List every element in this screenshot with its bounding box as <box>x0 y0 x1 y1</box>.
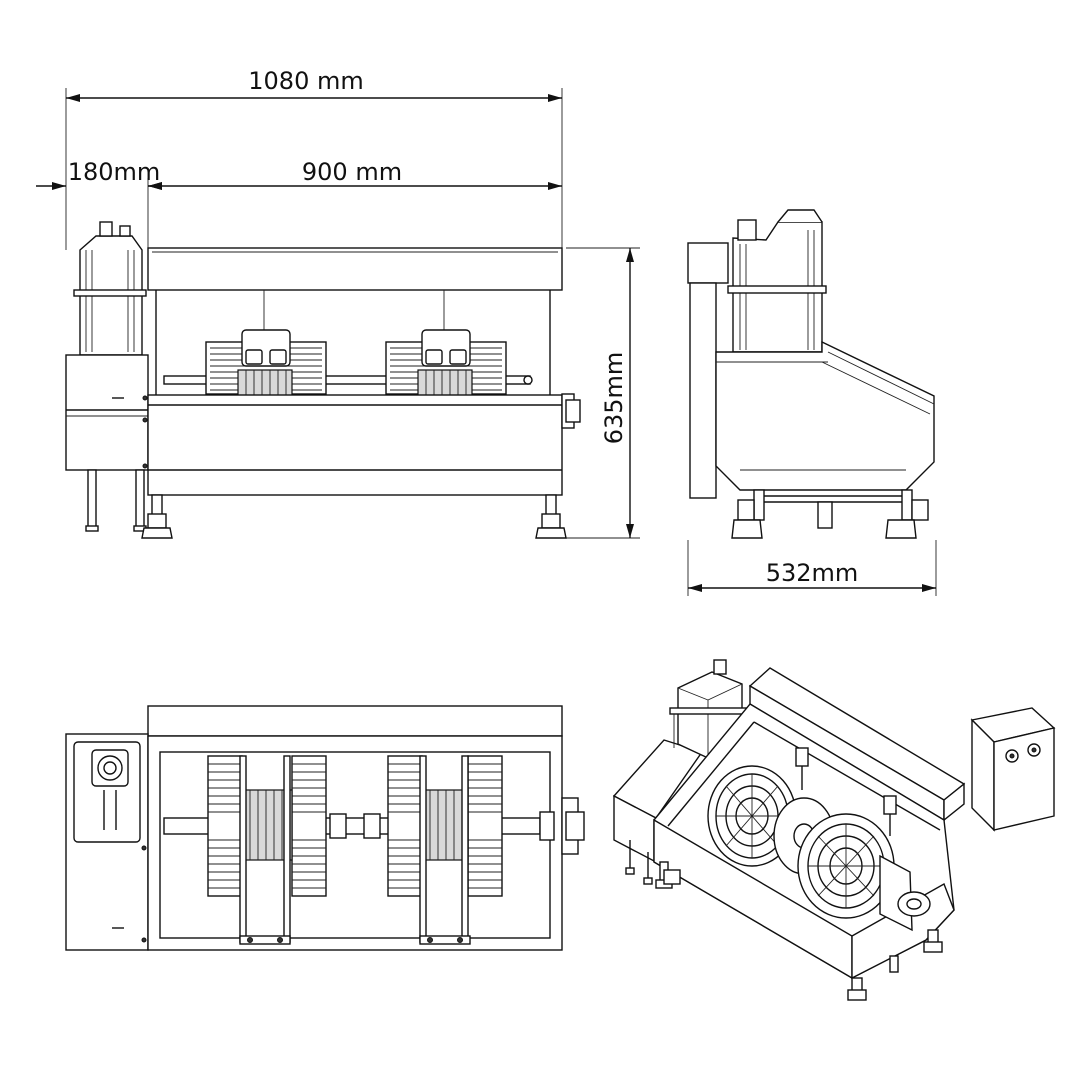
hood <box>147 247 563 291</box>
front-view <box>65 221 581 539</box>
brush-unit-right <box>385 329 507 397</box>
back-box <box>687 242 729 284</box>
depth-label: 532mm <box>766 559 859 587</box>
top-view <box>65 705 585 951</box>
side-body <box>715 340 935 491</box>
canister <box>73 221 147 356</box>
top-brush-right <box>387 755 503 945</box>
side-tank <box>65 354 149 471</box>
dimension-height: 635mm <box>566 247 640 539</box>
height-label: 635mm <box>600 352 628 445</box>
top-hood <box>147 705 563 737</box>
dimension-overall-width: 1080 mm <box>65 67 563 250</box>
tank-width-label: 180mm <box>68 158 161 186</box>
brush-unit-left <box>205 329 327 397</box>
machine-width-label: 900 mm <box>302 158 402 186</box>
control-box <box>970 707 1056 832</box>
side-view <box>687 209 935 539</box>
main-tub <box>147 394 563 496</box>
dimension-machine-width: 900 mm <box>148 158 562 190</box>
overall-width-label: 1080 mm <box>248 67 363 95</box>
side-canister <box>727 209 827 353</box>
top-brush-left <box>207 755 327 945</box>
dimension-depth: 532mm <box>687 540 937 596</box>
isometric-view <box>612 659 1056 1001</box>
